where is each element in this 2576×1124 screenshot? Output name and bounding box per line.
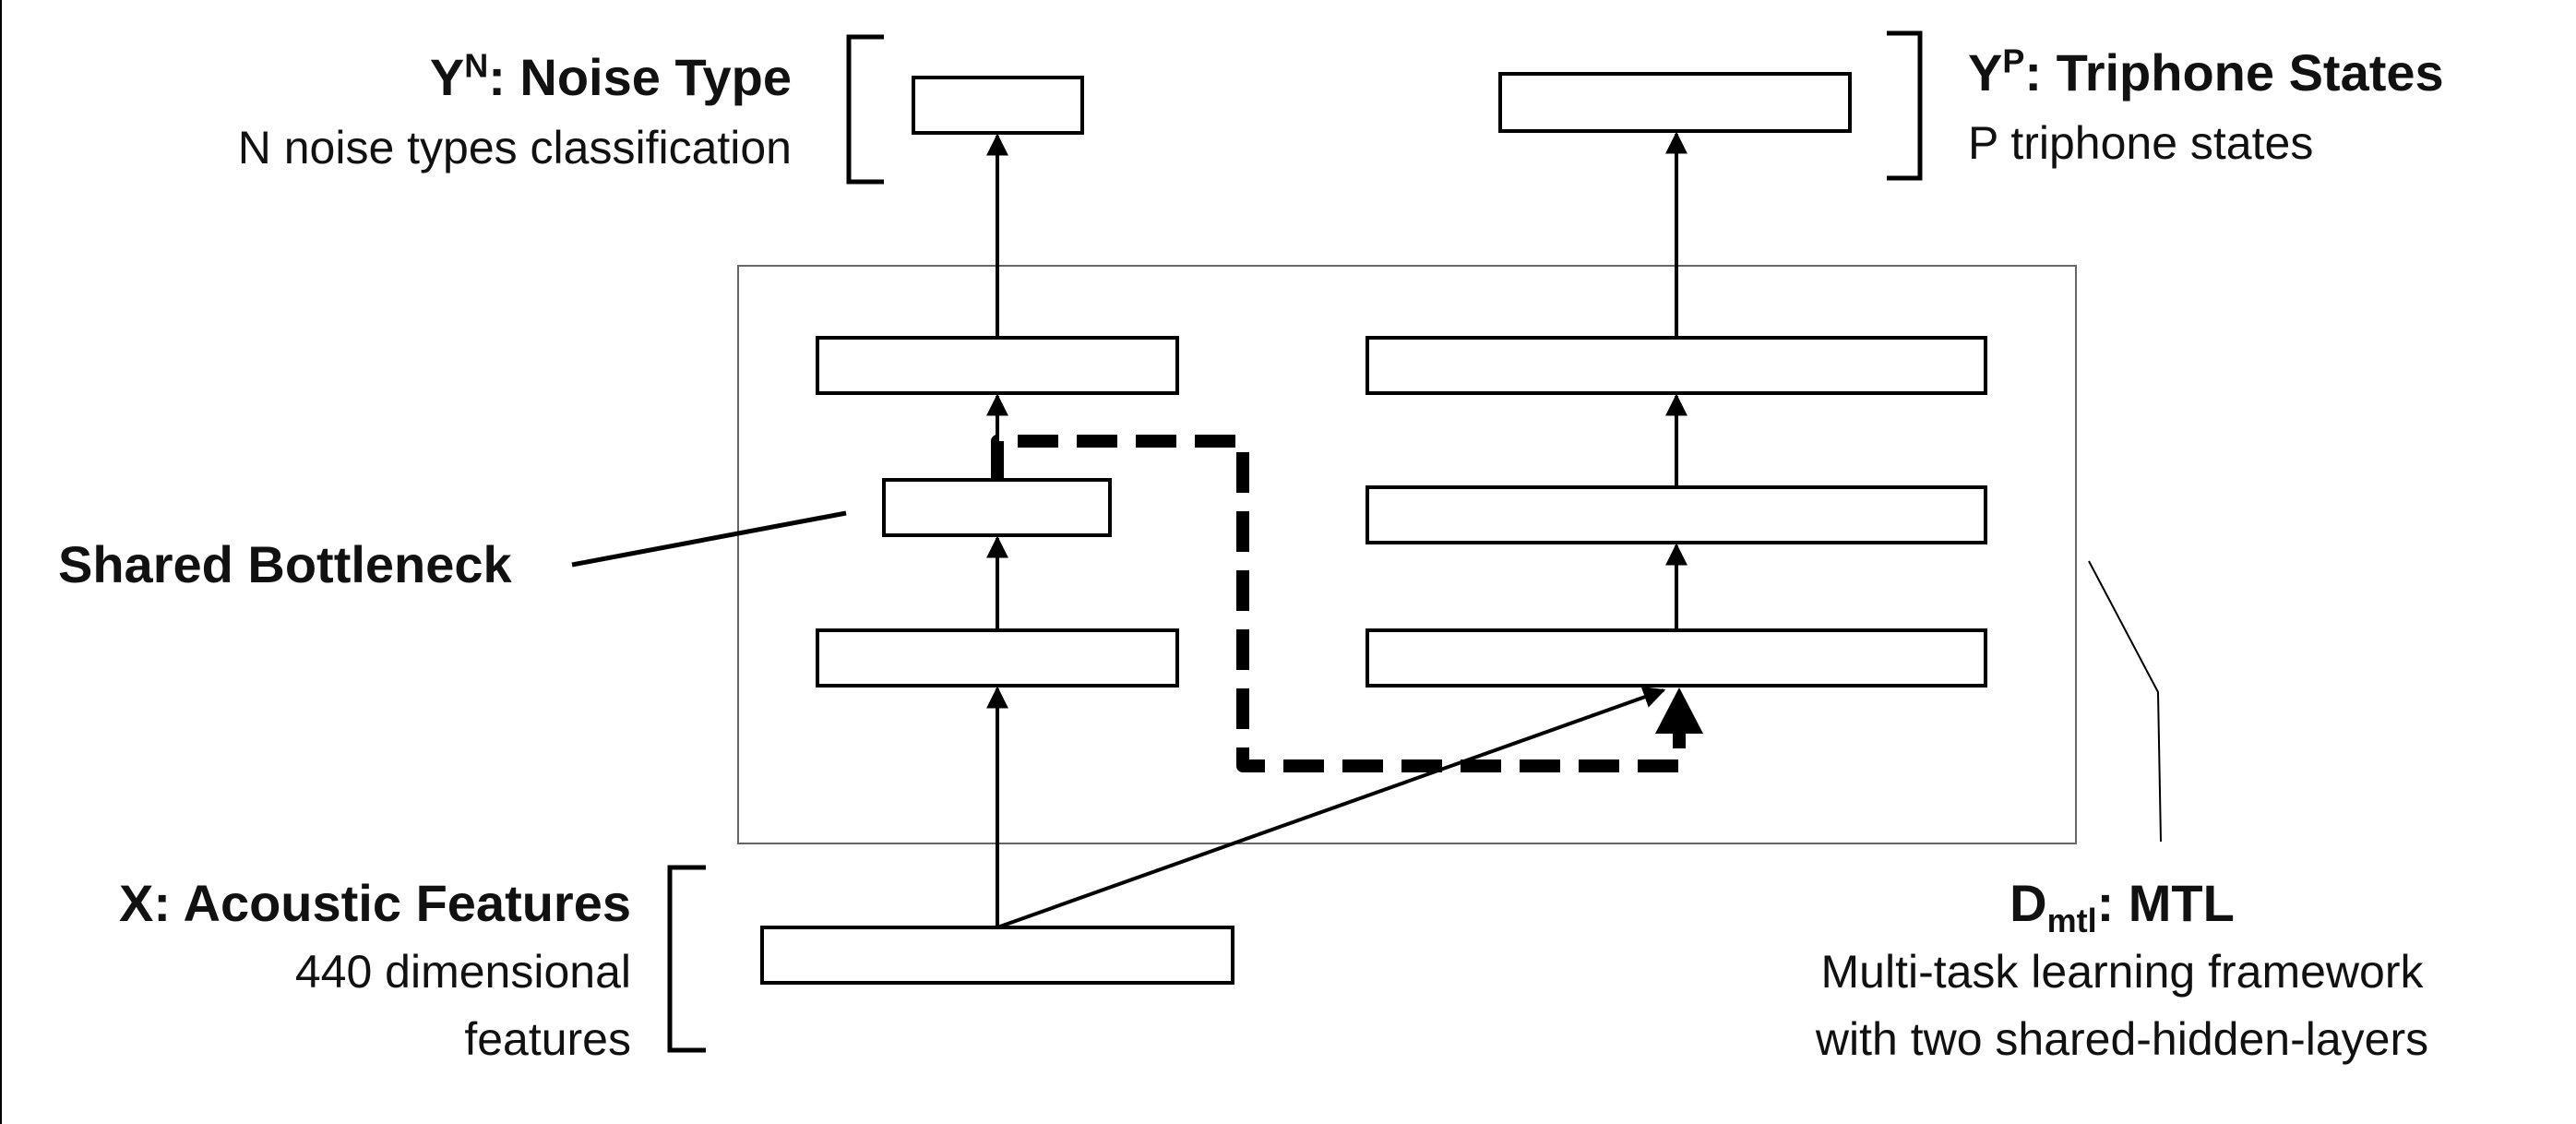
- triphone-output-title: YP: Triphone States: [1968, 42, 2444, 103]
- triphone-output-symbol: Y: [1968, 43, 2003, 102]
- input-title: X: Acoustic Features: [119, 874, 631, 932]
- arrow-input-to-triphone: [996, 686, 1666, 929]
- noise-output-description: N noise types classification: [237, 122, 792, 173]
- input-bracket: [667, 865, 706, 1053]
- noise-output-layer: [912, 76, 1084, 135]
- noise-output-title-text: : Noise Type: [488, 48, 792, 106]
- noise-output-symbol: Y: [429, 48, 465, 106]
- framework-symbol: D: [2010, 874, 2047, 932]
- triphone-hidden-layer-3: [1366, 336, 1987, 395]
- bottleneck-feature-path: [991, 435, 1686, 772]
- framework-title: Dmtl: MTL: [1753, 872, 2491, 938]
- noise-output-superscript: N: [464, 46, 489, 85]
- noise-output-bracket: [846, 34, 884, 185]
- triphone-hidden-layer-1: [1366, 628, 1987, 688]
- framework-subscript: mtl: [2046, 902, 2097, 940]
- triphone-hidden-layer-2: [1366, 485, 1987, 544]
- mtl-framework-box: [737, 265, 2077, 844]
- bottleneck-pointer-line: [571, 510, 847, 568]
- input-layer: [760, 926, 1234, 985]
- triphone-output-superscript: P: [2002, 42, 2025, 80]
- framework-description-line2: with two shared-hidden-layers: [1815, 1013, 2429, 1065]
- noise-output-title: YN: Noise Type: [430, 46, 792, 108]
- bottleneck-feature-arrowhead: [1655, 688, 1703, 734]
- triphone-output-layer: [1498, 72, 1852, 133]
- input-description-line1: 440 dimensional: [294, 946, 631, 998]
- triphone-output-bracket: [1887, 30, 1923, 181]
- shared-bottleneck-label: Shared Bottleneck: [58, 535, 512, 593]
- shared-bottleneck-layer: [882, 478, 1112, 537]
- framework-title-text: : MTL: [2096, 874, 2235, 932]
- noise-hidden-layer-bottom: [816, 628, 1179, 688]
- framework-pointer-line: [2088, 560, 2162, 843]
- triphone-output-title-text: : Triphone States: [2024, 43, 2444, 102]
- framework-description-line1: Multi-task learning framework: [1820, 946, 2424, 998]
- input-description-line2: features: [464, 1013, 631, 1065]
- triphone-output-description: P triphone states: [1968, 117, 2314, 169]
- noise-hidden-layer-top: [816, 336, 1179, 395]
